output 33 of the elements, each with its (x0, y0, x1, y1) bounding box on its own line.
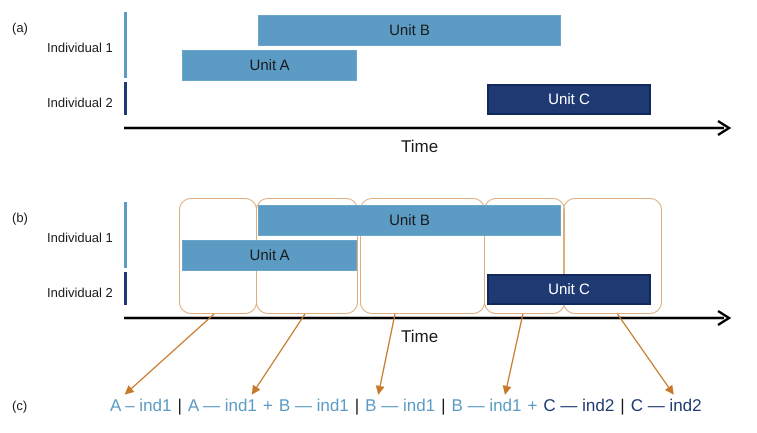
arrow (252, 314, 306, 395)
sequence-term: B — ind1 (452, 396, 522, 416)
sequence-term: C — ind2 (543, 396, 614, 416)
sequence-term: C — ind2 (630, 396, 702, 416)
row-label: Individual 1 (47, 40, 113, 55)
arrow (502, 314, 524, 395)
panel-label: (c) (12, 398, 28, 413)
panel-label: (a) (12, 20, 28, 35)
unit-bar: Unit B (258, 205, 561, 236)
arrow (616, 314, 674, 395)
axis-label: Time (401, 137, 438, 157)
separator: | (620, 396, 625, 416)
separator: | (441, 396, 446, 416)
panel-label: (b) (12, 210, 28, 225)
separator: | (354, 396, 360, 416)
row-label: Individual 2 (47, 95, 113, 110)
unit-bar: Unit C (487, 274, 651, 305)
separator: | (177, 396, 182, 416)
unit-bar: Unit B (258, 15, 561, 46)
sequence-term: B — ind1 (278, 396, 349, 416)
sequence-term: A — ind1 (188, 396, 257, 416)
unit-bar: Unit C (487, 84, 651, 115)
row-label: Individual 2 (47, 285, 113, 300)
unit-bar: Unit A (182, 240, 357, 271)
unit-bar: Unit A (182, 50, 357, 81)
plus-sign: + (262, 396, 273, 416)
sequence-term: B — ind1 (365, 396, 436, 416)
axis-label: Time (401, 327, 438, 347)
plus-sign: + (527, 396, 538, 416)
arrow (124, 314, 215, 395)
row-label: Individual 1 (47, 230, 113, 245)
arrow (376, 314, 396, 395)
sequence-term: A – ind1 (110, 396, 172, 416)
